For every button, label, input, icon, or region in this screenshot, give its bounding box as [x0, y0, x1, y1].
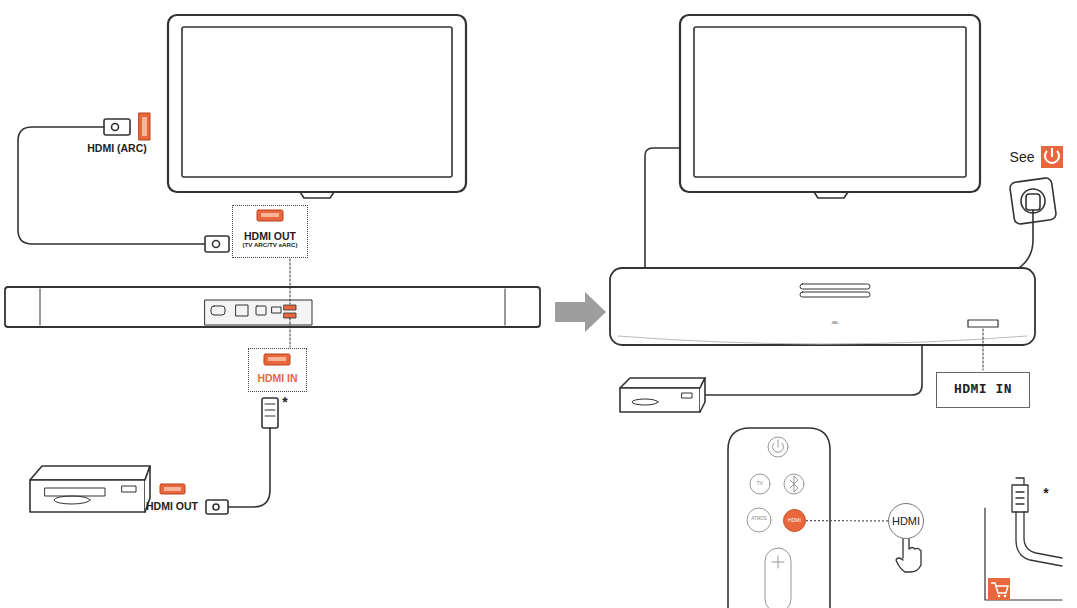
port-callout-box: HDMI IN — [248, 348, 307, 392]
hdmi-in-port — [968, 320, 998, 327]
hdmi-port-icon — [264, 354, 290, 365]
player-body — [30, 480, 145, 512]
hdmi-port-slot — [142, 117, 147, 136]
leader-line — [290, 259, 291, 347]
hdmi-plug — [104, 119, 130, 135]
hdmi-plug — [262, 398, 278, 428]
power-symbol — [1045, 148, 1059, 163]
hdmi-out-port — [284, 313, 296, 318]
light-bar — [800, 284, 870, 289]
footnote-mark: * — [1043, 486, 1048, 501]
usb-port — [272, 307, 281, 313]
hdmi-port-icon — [160, 484, 185, 494]
tv — [168, 15, 466, 192]
light-bar — [800, 292, 870, 297]
hdmi-plug — [1012, 478, 1028, 512]
hdmi-plug-mark — [213, 241, 220, 248]
footnote-mark: * — [282, 395, 287, 410]
port-name: HDMI IN — [257, 373, 297, 385]
pointing-hand — [896, 536, 921, 572]
ethernet-port — [236, 305, 248, 316]
remote — [728, 428, 830, 608]
player-top — [30, 466, 150, 480]
tv-screen — [182, 27, 452, 177]
button-callout-circle: HDMI — [888, 503, 924, 539]
hdmi-plug — [206, 500, 228, 514]
hdmi-cable — [18, 127, 205, 244]
step-arrow — [555, 292, 606, 332]
soundbar-shade — [618, 336, 1027, 344]
hdmi-port-icon — [257, 210, 283, 221]
volume-button — [765, 548, 791, 608]
display — [122, 486, 136, 492]
optical-port — [256, 306, 266, 315]
hdmi-plug — [205, 236, 229, 252]
button-text: HDMI — [788, 518, 801, 524]
cable-box — [985, 508, 1062, 600]
player-side — [700, 378, 705, 412]
hdmi-cable — [645, 148, 680, 272]
hdmi-cable — [1016, 512, 1062, 566]
soundbar-end — [40, 289, 505, 325]
power-symbol — [773, 440, 784, 452]
soundbar-rear — [5, 287, 540, 327]
tv-stand — [300, 192, 334, 198]
port-label-box: HDMI IN — [936, 372, 1030, 408]
port-name: HDMI IN — [954, 383, 1012, 397]
port-name: (TV ARC/TV eARC) — [242, 242, 297, 249]
plug-grip — [265, 404, 275, 416]
hdmi-in-port — [284, 305, 296, 310]
dotted-leader — [806, 520, 888, 522]
brand-mark: JBL — [831, 321, 839, 325]
plus-symbol — [772, 556, 784, 568]
shop-square — [988, 578, 1010, 600]
tv-stand — [814, 192, 848, 198]
power-icon — [1041, 146, 1063, 168]
cart-wheel — [1004, 595, 1007, 598]
port-label: HDMI OUT — [146, 501, 198, 513]
leader-line — [983, 329, 984, 370]
tv — [680, 15, 980, 192]
hdmi-cable — [700, 345, 922, 395]
power-plug — [1026, 194, 1040, 210]
power-socket — [211, 306, 225, 315]
hdmi-button: HDMI — [783, 509, 806, 532]
hdmi-cable — [228, 428, 270, 507]
tv-button — [750, 474, 770, 494]
soundbar-front — [610, 268, 1035, 345]
tv-screen — [694, 27, 966, 177]
atmos-button — [747, 508, 771, 532]
cart-wheel — [998, 595, 1001, 598]
port-panel — [205, 300, 312, 325]
player-top — [620, 378, 705, 388]
hdmi-port-slot — [164, 487, 181, 491]
button-label: TV — [757, 481, 763, 487]
disc — [632, 399, 658, 405]
bluetooth-symbol — [790, 476, 798, 492]
bluetooth-button — [784, 474, 804, 494]
disc — [54, 496, 90, 504]
cart-symbol — [991, 583, 1008, 593]
button-label: ATMOS — [751, 517, 767, 522]
display — [682, 393, 692, 398]
power-button — [768, 437, 788, 457]
hdmi-port — [139, 113, 150, 140]
hdmi-port-slot — [268, 357, 286, 361]
hdmi-plug-mark — [112, 124, 119, 131]
see-reference: See — [1010, 150, 1035, 165]
port-name: HDMI OUT — [244, 231, 296, 243]
button-text: HDMI — [892, 515, 920, 527]
hdmi-plug-mark — [213, 504, 219, 510]
disc-tray — [45, 488, 105, 496]
hdmi-port-slot — [261, 213, 279, 217]
port-label: HDMI (ARC) — [87, 143, 147, 155]
player-body — [620, 388, 700, 412]
port-callout-box: HDMI OUT(TV ARC/TV eARC) — [232, 205, 308, 258]
